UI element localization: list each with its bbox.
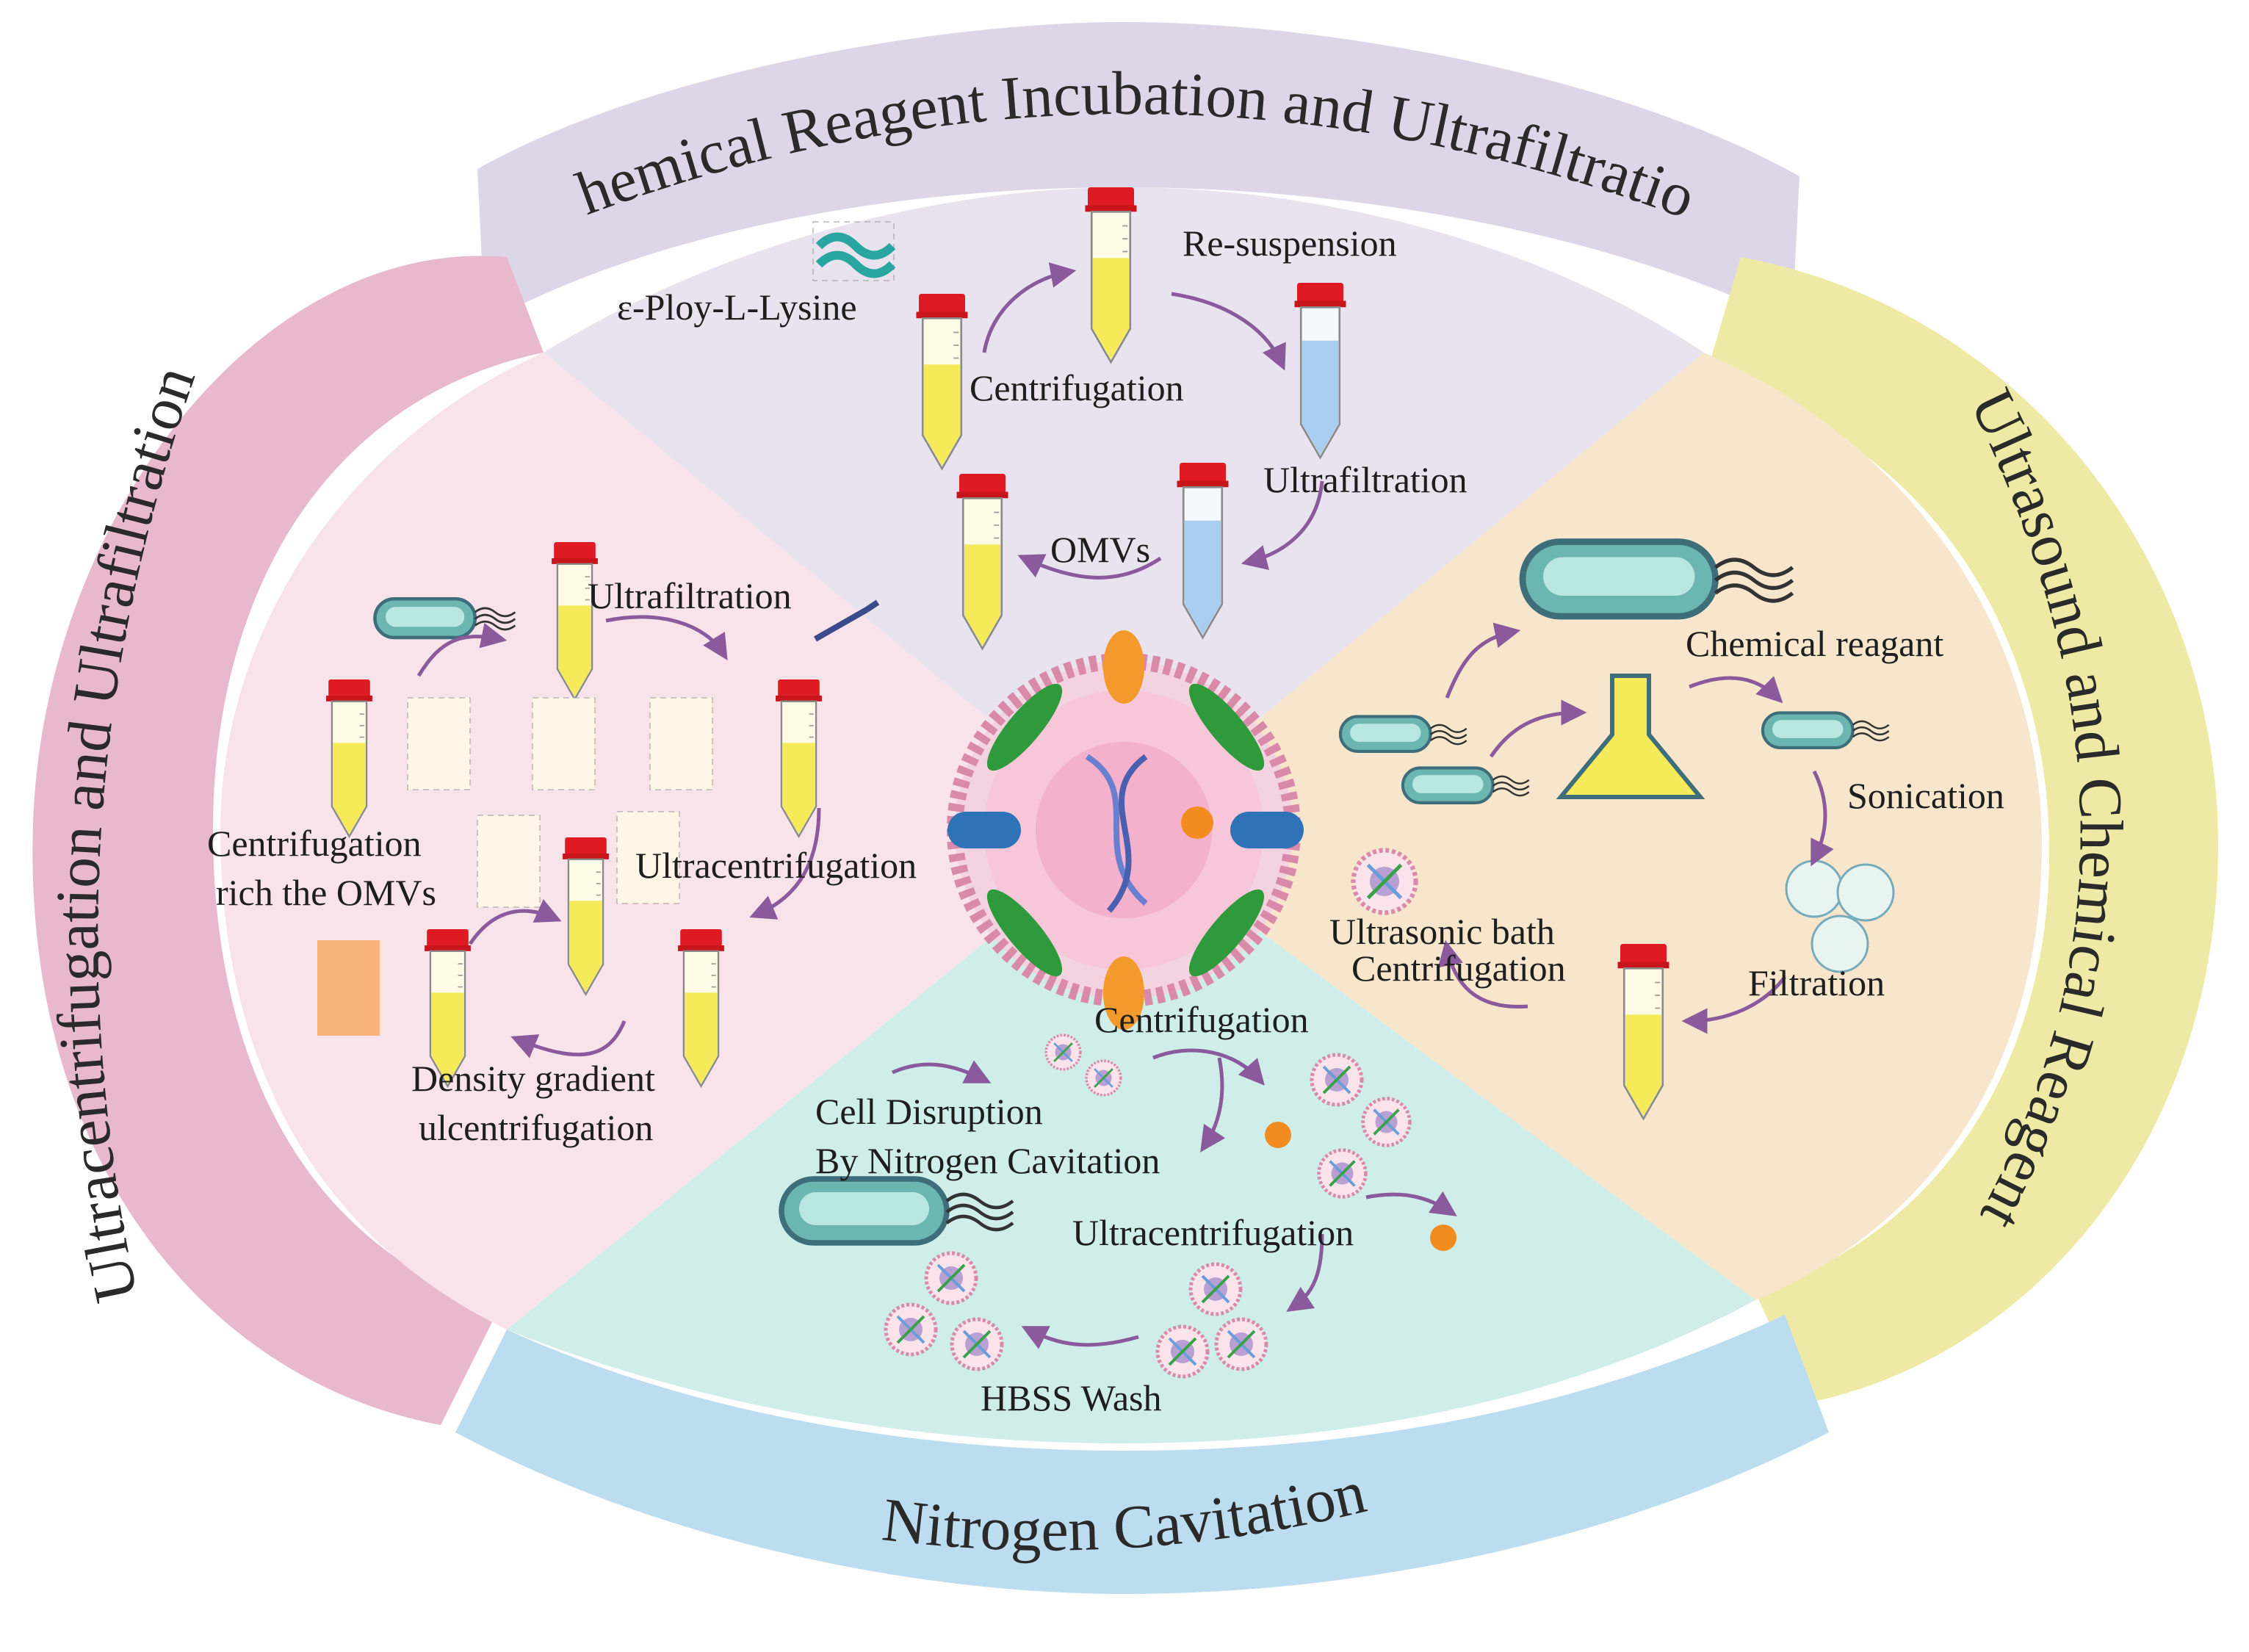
arrow [1171, 292, 1286, 371]
omv-vesicle-icon [1044, 1034, 1082, 1071]
polylysine-icon-frame [812, 221, 895, 281]
label-sonication: Sonication [1847, 775, 2004, 816]
vesicle-icon [1811, 915, 1869, 973]
protein-cluster-icon [1265, 1122, 1291, 1148]
omv-vesicle-icon [1158, 1327, 1207, 1377]
omv-vesicle-icon [1191, 1264, 1241, 1314]
label-polylysine: ε-Ploy-L-Lysine [617, 286, 857, 328]
label-filtration: Filtration [1748, 962, 1885, 1003]
label-cell-disruption-2: By Nitrogen Cavitation [815, 1140, 1160, 1181]
omv-vesicle-icon [1312, 1055, 1362, 1105]
arrow [1489, 699, 1587, 758]
vesicle-icon [1785, 859, 1844, 918]
central-omv-icon [947, 630, 1304, 1030]
particle-inset [477, 815, 541, 908]
arrow [416, 623, 508, 677]
top-quadrant [544, 187, 1704, 830]
arrow [1241, 480, 1324, 571]
left-workflow: Ultrafiltration Centrifugation rich the … [207, 542, 917, 1148]
vesicle-icon [1836, 863, 1895, 922]
arrow [1365, 1191, 1457, 1216]
omv-vesicle-icon [1354, 851, 1416, 913]
particle-inset [532, 697, 596, 790]
arrow [1152, 1048, 1265, 1086]
arrow [605, 615, 728, 660]
label-centrifugation-right: Centrifugation [1351, 948, 1566, 989]
arrow [1286, 1233, 1324, 1312]
label-ultracentrifugation-left: Ultracentrifugation [635, 845, 917, 886]
label-ultrasonic-bath: Ultrasonic bath [1329, 911, 1555, 952]
arrow [1445, 622, 1521, 699]
right-quadrant [1124, 353, 2042, 1300]
label-density-gradient-1: Density gradient [411, 1058, 655, 1099]
arrow [1021, 1326, 1139, 1349]
arrow [1681, 975, 1786, 1034]
arrow [982, 262, 1077, 353]
label-ultrafiltration-left: Ultrafiltration [588, 575, 792, 616]
label-ultrafiltration-top: Ultrafiltration [1263, 459, 1468, 500]
arrow [1437, 939, 1528, 1009]
arrow [1689, 676, 1783, 704]
label-density-gradient-2: ulcentrifugation [419, 1107, 653, 1148]
arrow [468, 899, 562, 945]
omv-vesicle-icon [926, 1253, 976, 1303]
arrow [510, 1020, 627, 1058]
label-centrifugation-top: Centrifugation [970, 367, 1184, 408]
label-resuspension: Re-suspension [1183, 223, 1397, 264]
density-gradient-inset [317, 940, 380, 1036]
label-ultracentrifugation-bottom: Ultracentrifugation [1072, 1212, 1354, 1253]
omv-vesicle-icon [886, 1305, 936, 1355]
label-hbss-wash: HBSS Wash [981, 1377, 1162, 1418]
arrow [1811, 770, 1834, 867]
arrow [1200, 1057, 1226, 1153]
particle-inset [616, 811, 680, 904]
omv-vesicle-icon [1216, 1319, 1266, 1369]
label-cell-disruption-1: Cell Disruption [815, 1091, 1043, 1132]
bottom-quadrant [507, 830, 1755, 1443]
right-band [1704, 257, 2218, 1403]
particle-inset [649, 697, 713, 790]
top-workflow: ε-Ploy-L-Lysine Re-suspension Centrifuga… [617, 187, 1468, 650]
omv-vesicle-icon [1363, 1099, 1410, 1146]
particle-inset [407, 697, 471, 790]
omv-vesicle-icon [952, 1319, 1002, 1369]
arrow [749, 807, 821, 920]
bottom-workflow: Centrifugation Cell Disruption By Nitrog… [781, 999, 1457, 1418]
left-band [32, 256, 544, 1425]
protein-cluster-icon [1430, 1224, 1456, 1251]
label-chemical-reagent: Chemical reagant [1686, 623, 1943, 664]
label-centrifugation-left-1: Centrifugation [207, 823, 422, 864]
label-centrifugation-bottom: Centrifugation [1094, 999, 1309, 1040]
bottom-band [455, 1315, 1829, 1594]
label-centrifugation-left-2: rich the OMVs [216, 872, 436, 913]
omv-vesicle-icon [1085, 1059, 1122, 1097]
right-workflow: Chemical reagant Sonication Ultrasonic b… [1329, 542, 2004, 1120]
arrow [891, 1060, 992, 1083]
arrow [1017, 554, 1162, 580]
omv-vesicle-icon [1319, 1150, 1366, 1197]
flask-icon [1556, 674, 1705, 799]
polylysine-icon [815, 232, 896, 278]
syringe-icon [814, 599, 880, 642]
label-omvs: OMVs [1050, 529, 1150, 570]
top-band [477, 22, 1799, 323]
